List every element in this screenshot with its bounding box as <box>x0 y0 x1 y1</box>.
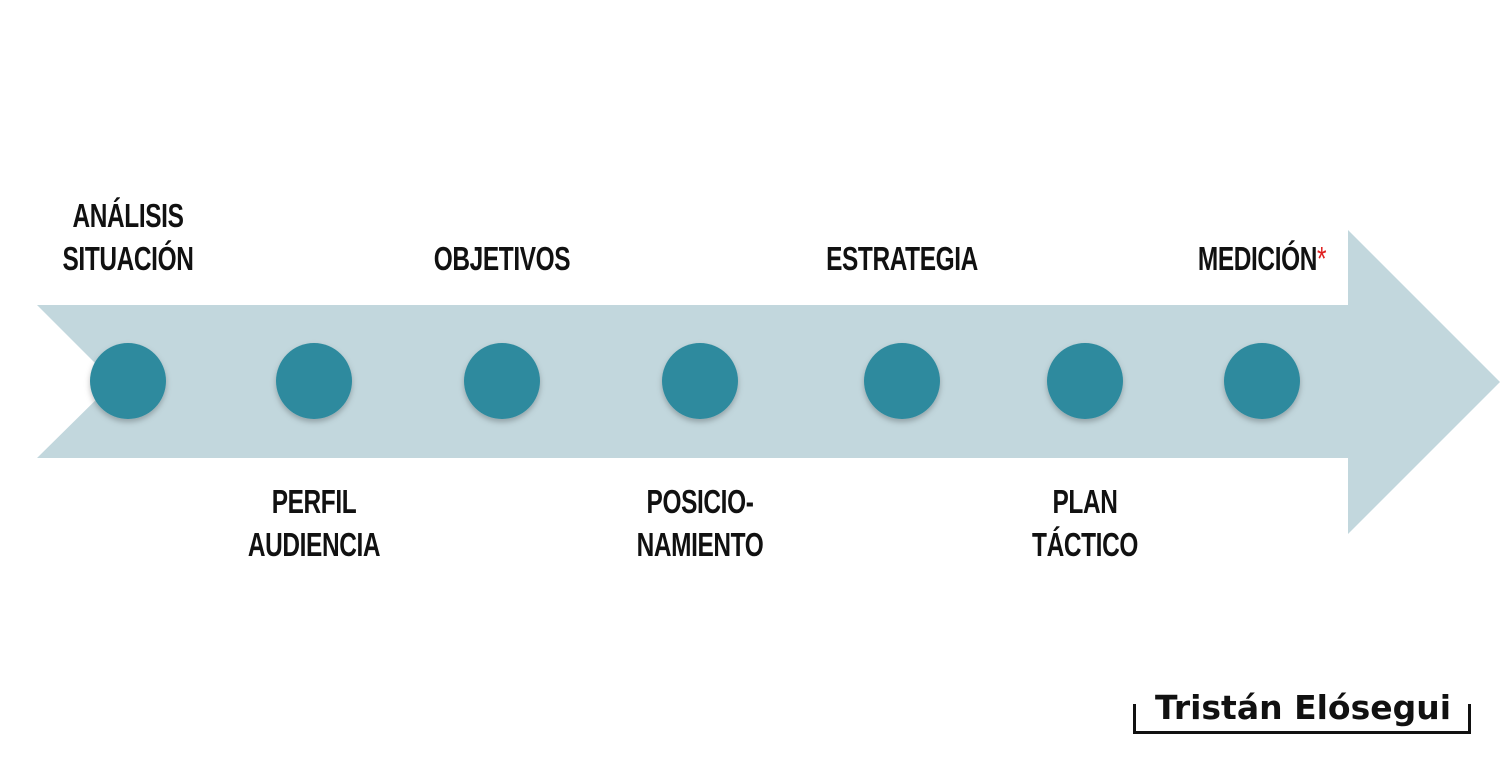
step-label: ESTRATEGIA <box>799 237 1004 280</box>
arrow-body <box>37 230 1500 534</box>
step-node <box>1224 343 1300 419</box>
step-label-line: POSICIO- <box>646 483 754 520</box>
step-node <box>864 343 940 419</box>
step-label-line: MEDICIÓN* <box>1197 240 1327 277</box>
step-label-line: ANÁLISIS <box>72 197 184 234</box>
step-node <box>464 343 540 419</box>
step-label-line: SITUACIÓN <box>62 240 194 277</box>
footnote-asterisk: * <box>1317 240 1327 277</box>
brand-logo: Tristán Elósegui <box>1133 688 1473 738</box>
step-label: MEDICIÓN* <box>1175 237 1348 280</box>
step-label: PERFIL AUDIENCIA <box>225 480 404 566</box>
step-node <box>662 343 738 419</box>
step-label: ANÁLISIS SITUACIÓN <box>40 194 217 280</box>
step-label-line: ESTRATEGIA <box>826 240 978 277</box>
step-node <box>276 343 352 419</box>
step-label-line: PLAN <box>1052 483 1118 520</box>
step-label: PLAN TÁCTICO <box>1013 480 1156 566</box>
step-node <box>1047 343 1123 419</box>
step-label: OBJETIVOS <box>410 237 594 280</box>
step-label-line: OBJETIVOS <box>433 240 571 277</box>
step-label-line: AUDIENCIA <box>247 526 381 563</box>
step-label-line: PERFIL <box>271 483 357 520</box>
step-label: POSICIO- NAMIENTO <box>614 480 785 566</box>
step-label-line: NAMIENTO <box>636 526 764 563</box>
brand-frame <box>1133 704 1471 734</box>
step-node <box>90 343 166 419</box>
step-label-line: TÁCTICO <box>1032 526 1138 563</box>
brand-name: Tristán Elósegui <box>1150 688 1456 727</box>
